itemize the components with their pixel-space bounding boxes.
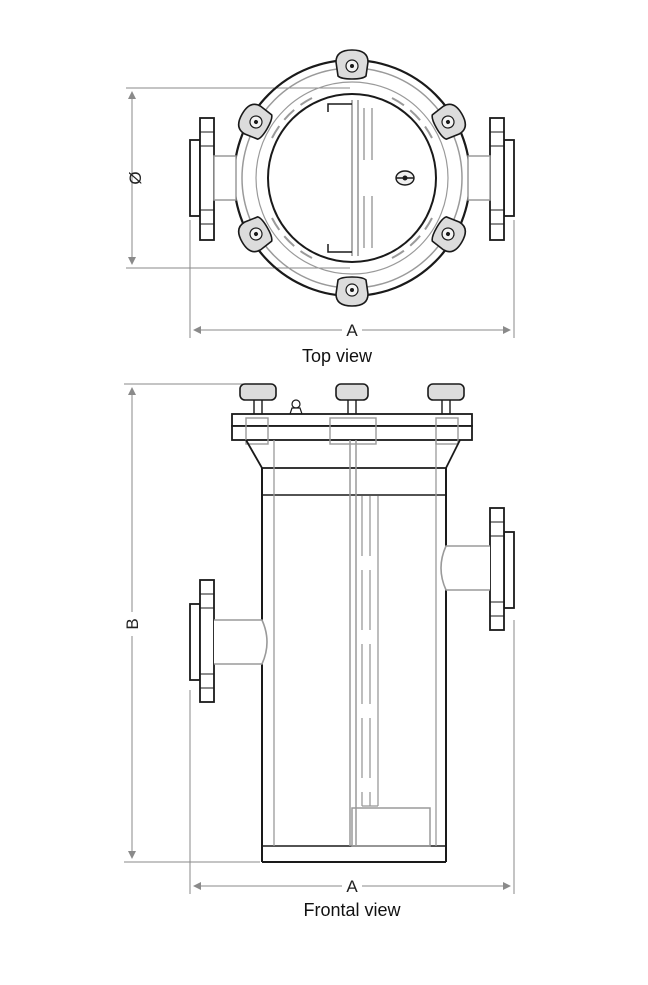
lid-flange [231, 413, 473, 445]
top-width-label: A [346, 321, 358, 340]
width-dimension-front: A [189, 620, 515, 896]
inlet-flange-front [189, 579, 268, 703]
diameter-label: Ø [126, 171, 145, 184]
housing-top [232, 58, 472, 298]
front-width-label: A [346, 877, 358, 896]
width-dimension-top: A [189, 220, 515, 340]
outlet-flange-top [467, 117, 515, 241]
diameter-dimension: Ø [126, 87, 350, 269]
housing-neck [245, 439, 461, 469]
top-view-caption: Top view [302, 346, 373, 366]
height-dimension: B [123, 383, 260, 863]
top-view: Ø [126, 49, 515, 366]
housing-body [261, 440, 447, 863]
height-label: B [123, 618, 142, 629]
frontal-view-caption: Frontal view [303, 900, 401, 920]
inlet-flange-top [189, 117, 237, 241]
frontal-view: B [123, 383, 515, 920]
vent-plug [395, 170, 415, 186]
outlet-flange-front [440, 507, 515, 631]
lid-knobs-front [239, 383, 465, 415]
